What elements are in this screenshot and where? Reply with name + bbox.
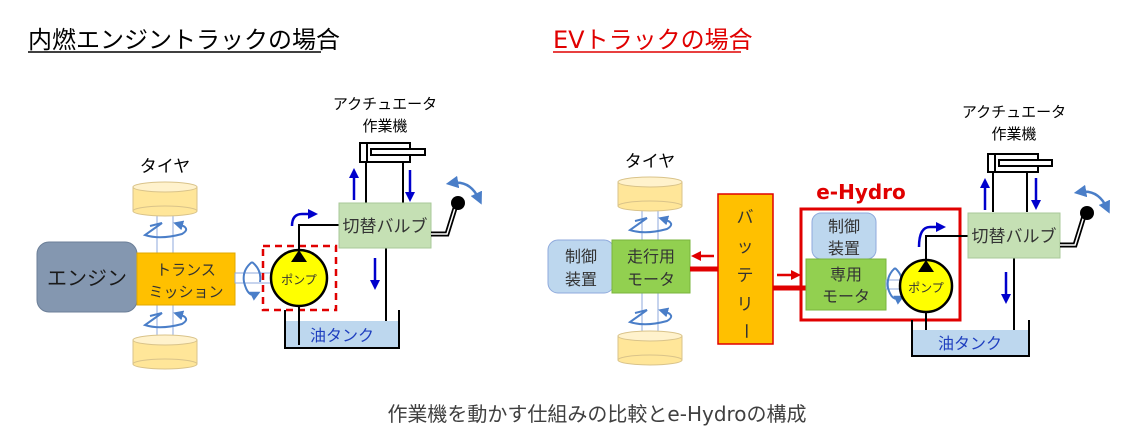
left-diagram: 内燃エンジントラックの場合 タイヤ エンジン トランス ミッション: [28, 26, 482, 370]
dedicated-motor-box: [805, 258, 887, 311]
lever-swing-arrow-icon: [1073, 184, 1110, 214]
transmission-label-2: ミッション: [148, 283, 223, 301]
engine-label: エンジン: [47, 266, 127, 290]
ehydro-controller-label-1: 制御: [828, 217, 860, 236]
actuator-cylinder-icon: [987, 153, 1053, 173]
flow-arrow-icon: [917, 222, 946, 248]
drive-motor-box: [611, 239, 691, 294]
ehydro-label: e-Hydro: [816, 180, 906, 204]
tire-bottom: [132, 334, 198, 370]
flow-arrow-icon: [290, 209, 318, 227]
rotation-arrow-icon: [627, 307, 673, 326]
rotation-arrow-icon: [142, 220, 188, 239]
battery-label-4: リ: [737, 295, 754, 315]
transmission-box: [136, 252, 236, 306]
switch-valve-box: [967, 212, 1061, 259]
actuator-label-2: 作業機: [991, 125, 1036, 143]
pump-label: ポンプ: [908, 281, 944, 295]
rotation-arrow-icon: [627, 215, 673, 234]
tire-label: タイヤ: [625, 152, 676, 172]
actuator-cylinder-icon: [359, 142, 426, 163]
oil-tank-label: 油タンク: [310, 326, 374, 345]
battery-box: [717, 193, 774, 345]
battery-label-1: バ: [737, 208, 754, 228]
dedicated-motor-label-2: モータ: [822, 287, 870, 306]
valve-lever-icon: [1060, 206, 1094, 248]
transmission-label-1: トランス: [156, 261, 216, 279]
pump-drive-shaft: [234, 272, 274, 284]
pump-direction-icon: [291, 250, 307, 262]
oil-tank-outline: [911, 320, 1030, 357]
switch-valve-label: 切替バルブ: [972, 226, 1057, 247]
valve-lever-icon: [431, 196, 465, 237]
dedicated-motor-label-1: 専用: [830, 265, 862, 284]
tire-bottom: [617, 330, 683, 366]
tire-label: タイヤ: [140, 157, 191, 177]
rotation-arrow-icon: [886, 267, 905, 305]
oil-tank-fill: [912, 330, 1029, 355]
drive-motor-label-2: モータ: [627, 270, 675, 289]
rotation-arrow-icon: [242, 261, 261, 301]
controller-label-2: 装置: [565, 270, 597, 289]
battery-label-2: ッ: [737, 237, 754, 257]
switch-valve-box: [338, 202, 432, 249]
actuator-label-1: アクチュエータ: [962, 103, 1066, 121]
switch-valve-label: 切替バルブ: [343, 216, 428, 237]
drive-motor-label-1: 走行用: [627, 247, 675, 266]
battery-label-5: ー: [735, 323, 755, 340]
actuator-label-1: アクチュエータ: [333, 95, 437, 113]
oil-tank-fill: [285, 321, 399, 348]
oil-tank-label: 油タンク: [938, 334, 1002, 353]
pump-label: ポンプ: [281, 273, 317, 287]
controller-label-1: 制御: [565, 247, 597, 266]
rotation-arrow-icon: [142, 310, 188, 329]
ehydro-frame: [799, 207, 962, 322]
ehydro-controller-label-2: 装置: [828, 239, 860, 258]
right-diagram: EVトラックの場合 タイヤ 制御 装置 走行用 モータ バ: [547, 26, 1110, 366]
tire-top: [617, 176, 683, 212]
pump-direction-icon: [918, 260, 934, 272]
lever-swing-arrow-icon: [445, 175, 482, 205]
tire-top: [132, 181, 198, 217]
battery-label-3: テ: [737, 266, 754, 286]
left-title: 内燃エンジントラックの場合: [28, 26, 340, 54]
oil-tank-outline: [284, 310, 400, 349]
figure-caption: 作業機を動かす仕組みの比較とe-Hydroの構成: [387, 402, 806, 426]
actuator-label-2: 作業機: [362, 117, 407, 135]
right-title: EVトラックの場合: [553, 26, 753, 54]
